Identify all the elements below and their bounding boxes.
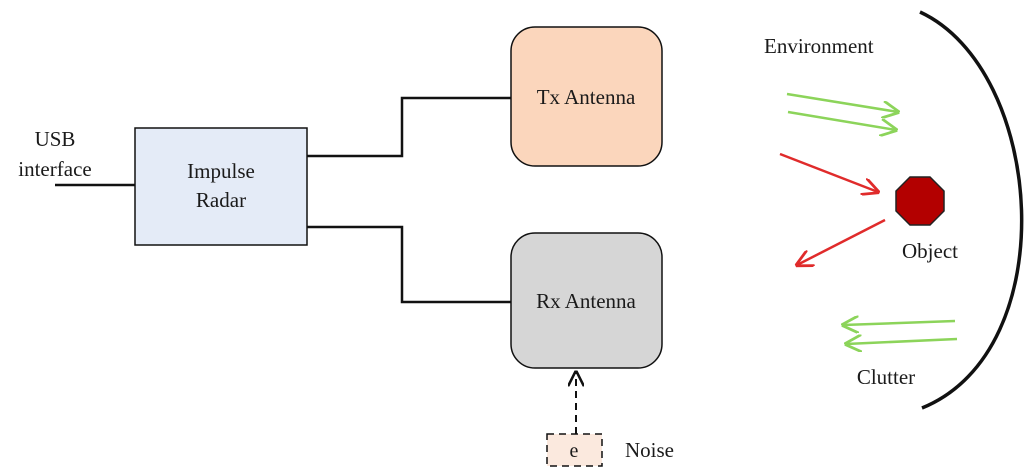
clutter-label: Clutter bbox=[857, 365, 915, 389]
rx-antenna-label: Rx Antenna bbox=[536, 289, 636, 313]
clutter-arrow-1 bbox=[843, 321, 956, 325]
rx-connection-line bbox=[307, 225, 511, 304]
impulse-radar-label-line2: Radar bbox=[196, 188, 246, 212]
impulse-radar-label-line1: Impulse bbox=[187, 159, 255, 183]
tx-antenna-block bbox=[510, 26, 663, 167]
tx-antenna-label: Tx Antenna bbox=[537, 85, 636, 109]
object-label: Object bbox=[902, 239, 958, 263]
impulse-radar-block bbox=[134, 127, 308, 246]
rx-antenna-block bbox=[510, 232, 663, 369]
environment-boundary-arc bbox=[919, 10, 1024, 410]
noise-symbol: e bbox=[570, 440, 579, 462]
clutter-arrow-2 bbox=[846, 339, 958, 344]
usb-label: USB bbox=[35, 127, 76, 151]
noise-label: Noise bbox=[625, 438, 674, 462]
environment-label: Environment bbox=[764, 34, 874, 58]
tx-connection-line bbox=[307, 96, 511, 158]
environment-arrow-2 bbox=[787, 110, 896, 130]
incident-arrow bbox=[779, 152, 878, 192]
noise-block bbox=[546, 433, 603, 467]
interface-label: interface bbox=[18, 157, 91, 181]
environment-arrow-1 bbox=[786, 92, 898, 112]
reflected-arrow bbox=[797, 218, 886, 265]
object-octagon-icon bbox=[895, 176, 945, 226]
